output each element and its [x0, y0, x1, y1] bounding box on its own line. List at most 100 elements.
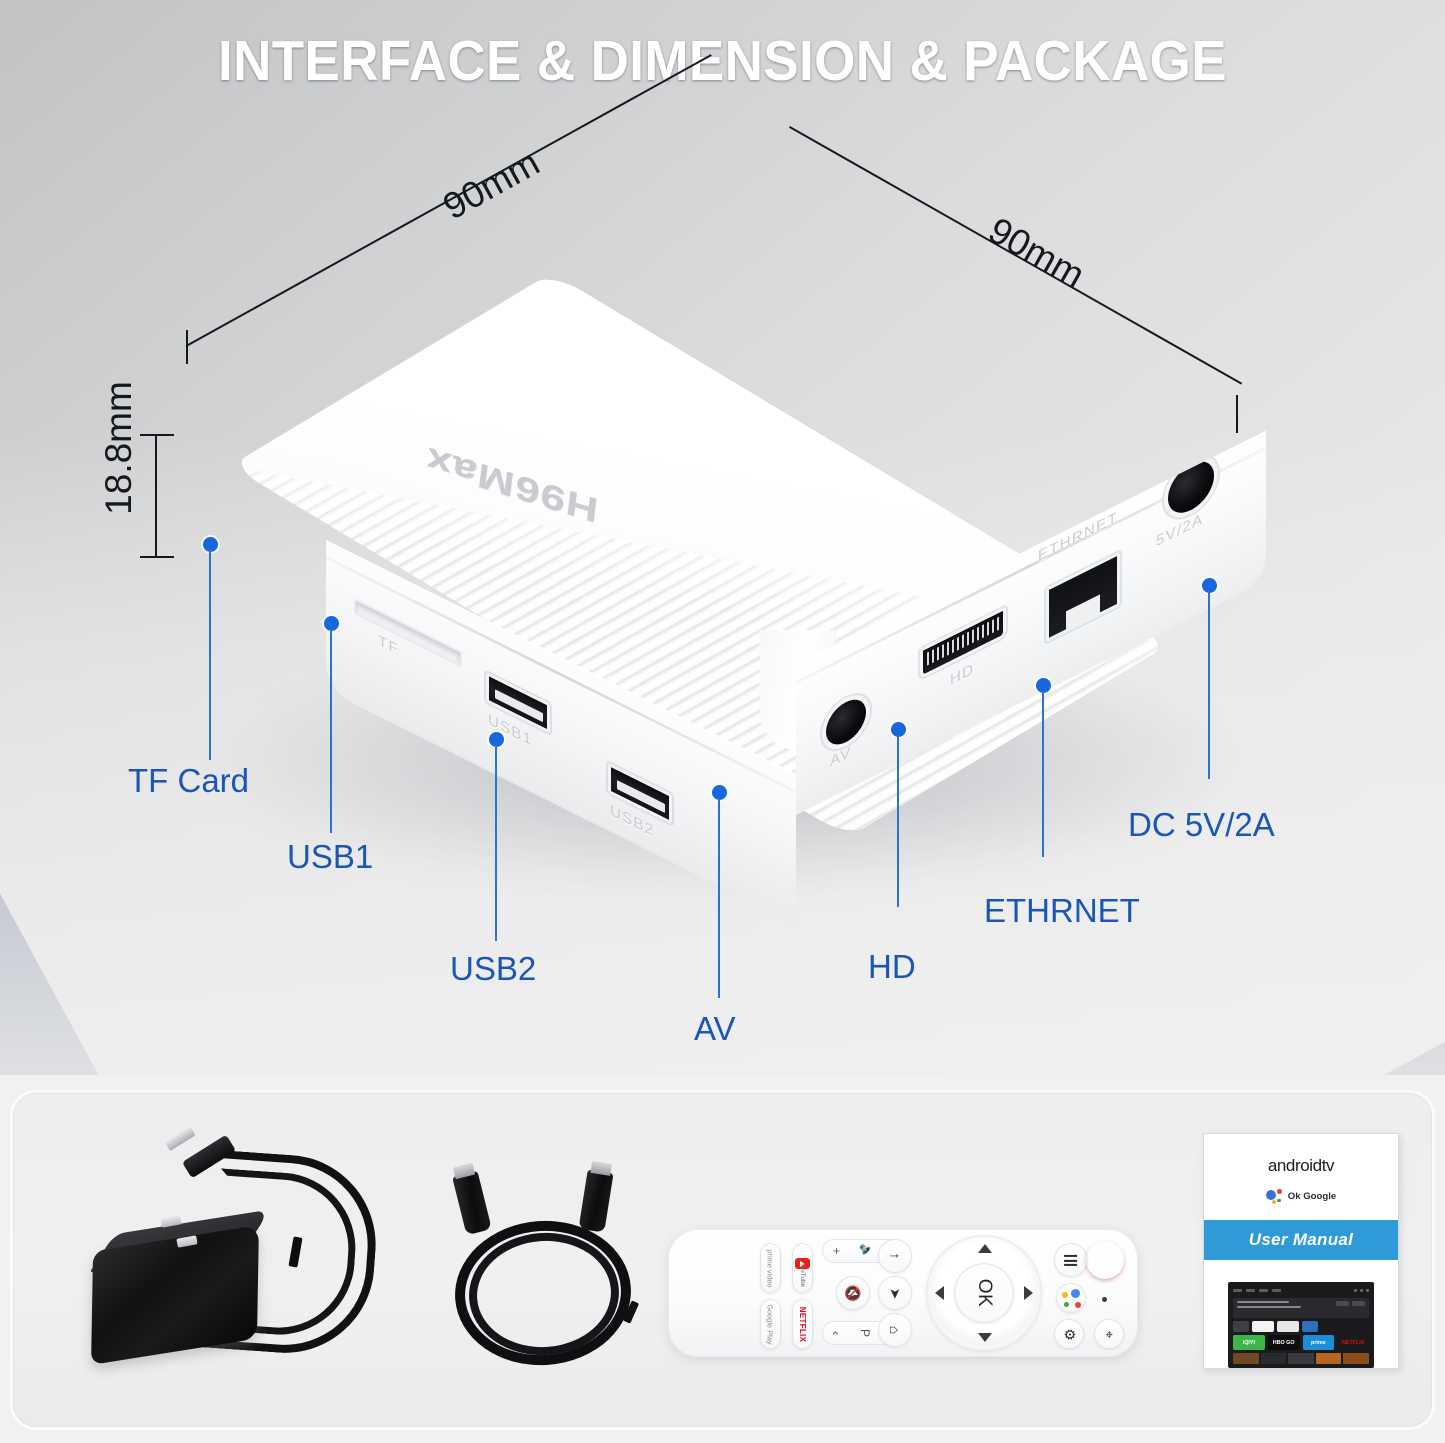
remote-body: prime video Google Play YouTube NETFLIX …: [668, 1229, 1138, 1357]
home-icon: ⌂: [887, 1325, 903, 1335]
ethernet-notch: [1066, 594, 1100, 632]
callout-label-av: AV: [694, 1010, 736, 1047]
settings-gear-button[interactable]: ⚙: [1054, 1319, 1084, 1349]
hdmi-pins: [927, 616, 999, 666]
page-title: INTERFACE & DIMENSION & PACKAGE: [218, 29, 1227, 93]
netflix-label: NETFLIX: [798, 1306, 807, 1342]
indicator-led: [1102, 1297, 1107, 1302]
mute-button[interactable]: 🔇: [836, 1276, 870, 1310]
dimension-tick-left: [186, 330, 188, 364]
google-assistant-icon: [1061, 1288, 1081, 1308]
tv-app-tile: NETFLIX: [1337, 1335, 1369, 1350]
source-up-button[interactable]: ↑: [878, 1239, 912, 1273]
dimension-height-line: [155, 434, 157, 558]
callout-label-ethernet: ETHRNET: [984, 892, 1140, 929]
channel-prev-label[interactable]: ‹: [829, 1331, 844, 1335]
ok-button[interactable]: OK: [954, 1263, 1014, 1323]
hdmi-cable: [431, 1169, 671, 1379]
callout-label-dc: DC 5V/2A: [1128, 806, 1275, 843]
dimension-height-tick-bottom: [140, 556, 174, 558]
tv-ui-hero-text: [1237, 1301, 1301, 1309]
mouse-pointer-icon: ⌖: [1101, 1330, 1118, 1338]
tv-ui-nav-items: [1233, 1289, 1281, 1292]
remote-button-prime-video[interactable]: prime video: [760, 1243, 781, 1293]
dpad-down-icon[interactable]: [978, 1333, 992, 1342]
callout-line-tf-card: [209, 550, 211, 760]
callout-dot-dc[interactable]: [1202, 578, 1217, 593]
remote-button-google-play[interactable]: Google Play: [760, 1299, 781, 1349]
hdmi-port-marking: HD: [950, 660, 975, 690]
tv-box-product: H96Max TF USB1 USB2 AV HD: [150, 110, 1270, 925]
callout-dot-tf-card[interactable]: [203, 537, 218, 552]
dc-power-jack-port: [1168, 452, 1214, 522]
menu-button[interactable]: [1054, 1243, 1088, 1277]
speaker-icon: 🔈: [859, 1243, 874, 1259]
ok-label: OK: [973, 1278, 995, 1308]
callout-dot-hd[interactable]: [891, 722, 906, 737]
dpad-left-icon[interactable]: [935, 1286, 944, 1300]
ok-google-row: Ok Google: [1204, 1189, 1398, 1204]
tv-app-tile: prime: [1302, 1335, 1335, 1350]
user-manual-title: User Manual: [1248, 1230, 1354, 1249]
callout-label-tf-card: TF Card: [128, 762, 250, 799]
power-button[interactable]: ⏻: [1086, 1241, 1124, 1279]
tv-screenshot: iQIYI HBO GO prime NETFLIX: [1228, 1282, 1374, 1368]
hdmi-connector-left: [452, 1170, 492, 1236]
callout-line-hd: [897, 735, 899, 907]
mute-icon: 🔇: [845, 1284, 862, 1302]
dpad-right-icon[interactable]: [1024, 1286, 1033, 1300]
dpad-ring[interactable]: OK: [926, 1235, 1042, 1351]
power-adapter: [65, 1121, 395, 1401]
callout-dot-usb2[interactable]: [489, 732, 504, 747]
tf-card-slot: [354, 597, 462, 668]
youtube-label: YouTube: [799, 1261, 806, 1288]
av-port-marking: AV: [830, 743, 852, 772]
google-assistant-button[interactable]: [1056, 1283, 1086, 1313]
ethernet-port-marking: ETHRNET: [1038, 508, 1118, 566]
tv-ui-status-icons: [1354, 1289, 1369, 1292]
ethernet-port: [1046, 551, 1120, 643]
menu-bars-icon: [1064, 1254, 1078, 1266]
dimension-tick-right: [1236, 395, 1238, 433]
tf-port-marking: TF: [378, 631, 399, 660]
callout-line-dc: [1208, 591, 1210, 779]
tv-app-tile: iQIYI: [1233, 1335, 1265, 1350]
package-contents-panel: prime video Google Play YouTube NETFLIX …: [10, 1090, 1435, 1430]
tv-ui-hero-banner: [1233, 1298, 1369, 1318]
volume-up-label[interactable]: +: [829, 1247, 844, 1255]
tv-app-tile: HBO GO: [1267, 1335, 1300, 1350]
mouse-mode-button[interactable]: ⌖: [1094, 1319, 1124, 1349]
power-icon: ⏻: [1095, 1252, 1116, 1268]
callout-line-usb2: [495, 745, 497, 941]
dc-port-marking: 5V/2A: [1156, 509, 1204, 551]
androidtv-logo: androidtv: [1267, 1156, 1335, 1175]
callout-dot-av[interactable]: [712, 785, 727, 800]
dimension-height-tick-top: [140, 434, 174, 436]
back-button[interactable]: ➤: [878, 1276, 912, 1310]
callout-line-ethernet: [1042, 691, 1044, 857]
dc-plug-tip: [164, 1125, 196, 1152]
channel-label: P: [857, 1328, 872, 1338]
user-manual-band: User Manual: [1204, 1220, 1398, 1260]
callout-label-hd: HD: [868, 948, 916, 985]
callout-label-usb1: USB1: [287, 838, 374, 875]
gear-icon: ⚙: [1061, 1327, 1078, 1341]
google-play-label: Google Play: [766, 1303, 776, 1345]
tv-ui-app-tiles: iQIYI HBO GO prime NETFLIX: [1233, 1335, 1369, 1350]
remote-control: prime video Google Play YouTube NETFLIX …: [668, 1229, 1138, 1357]
ok-google-label: Ok Google: [1287, 1191, 1337, 1202]
callout-dot-ethernet[interactable]: [1036, 678, 1051, 693]
dpad-up-icon[interactable]: [978, 1244, 992, 1253]
callout-line-usb1: [330, 629, 332, 833]
hdmi-connector-right: [578, 1169, 614, 1233]
remote-button-netflix[interactable]: NETFLIX: [792, 1299, 813, 1349]
remote-button-youtube[interactable]: YouTube: [792, 1243, 813, 1293]
callout-dot-usb1[interactable]: [324, 616, 339, 631]
back-arrow-icon: ➤: [887, 1287, 904, 1299]
arrow-up-icon: ↑: [887, 1252, 903, 1260]
dimension-label-height: 18.8mm: [97, 381, 139, 515]
av-jack-port: [826, 692, 866, 753]
home-button[interactable]: ⌂: [878, 1313, 912, 1347]
callout-line-av: [718, 798, 720, 998]
